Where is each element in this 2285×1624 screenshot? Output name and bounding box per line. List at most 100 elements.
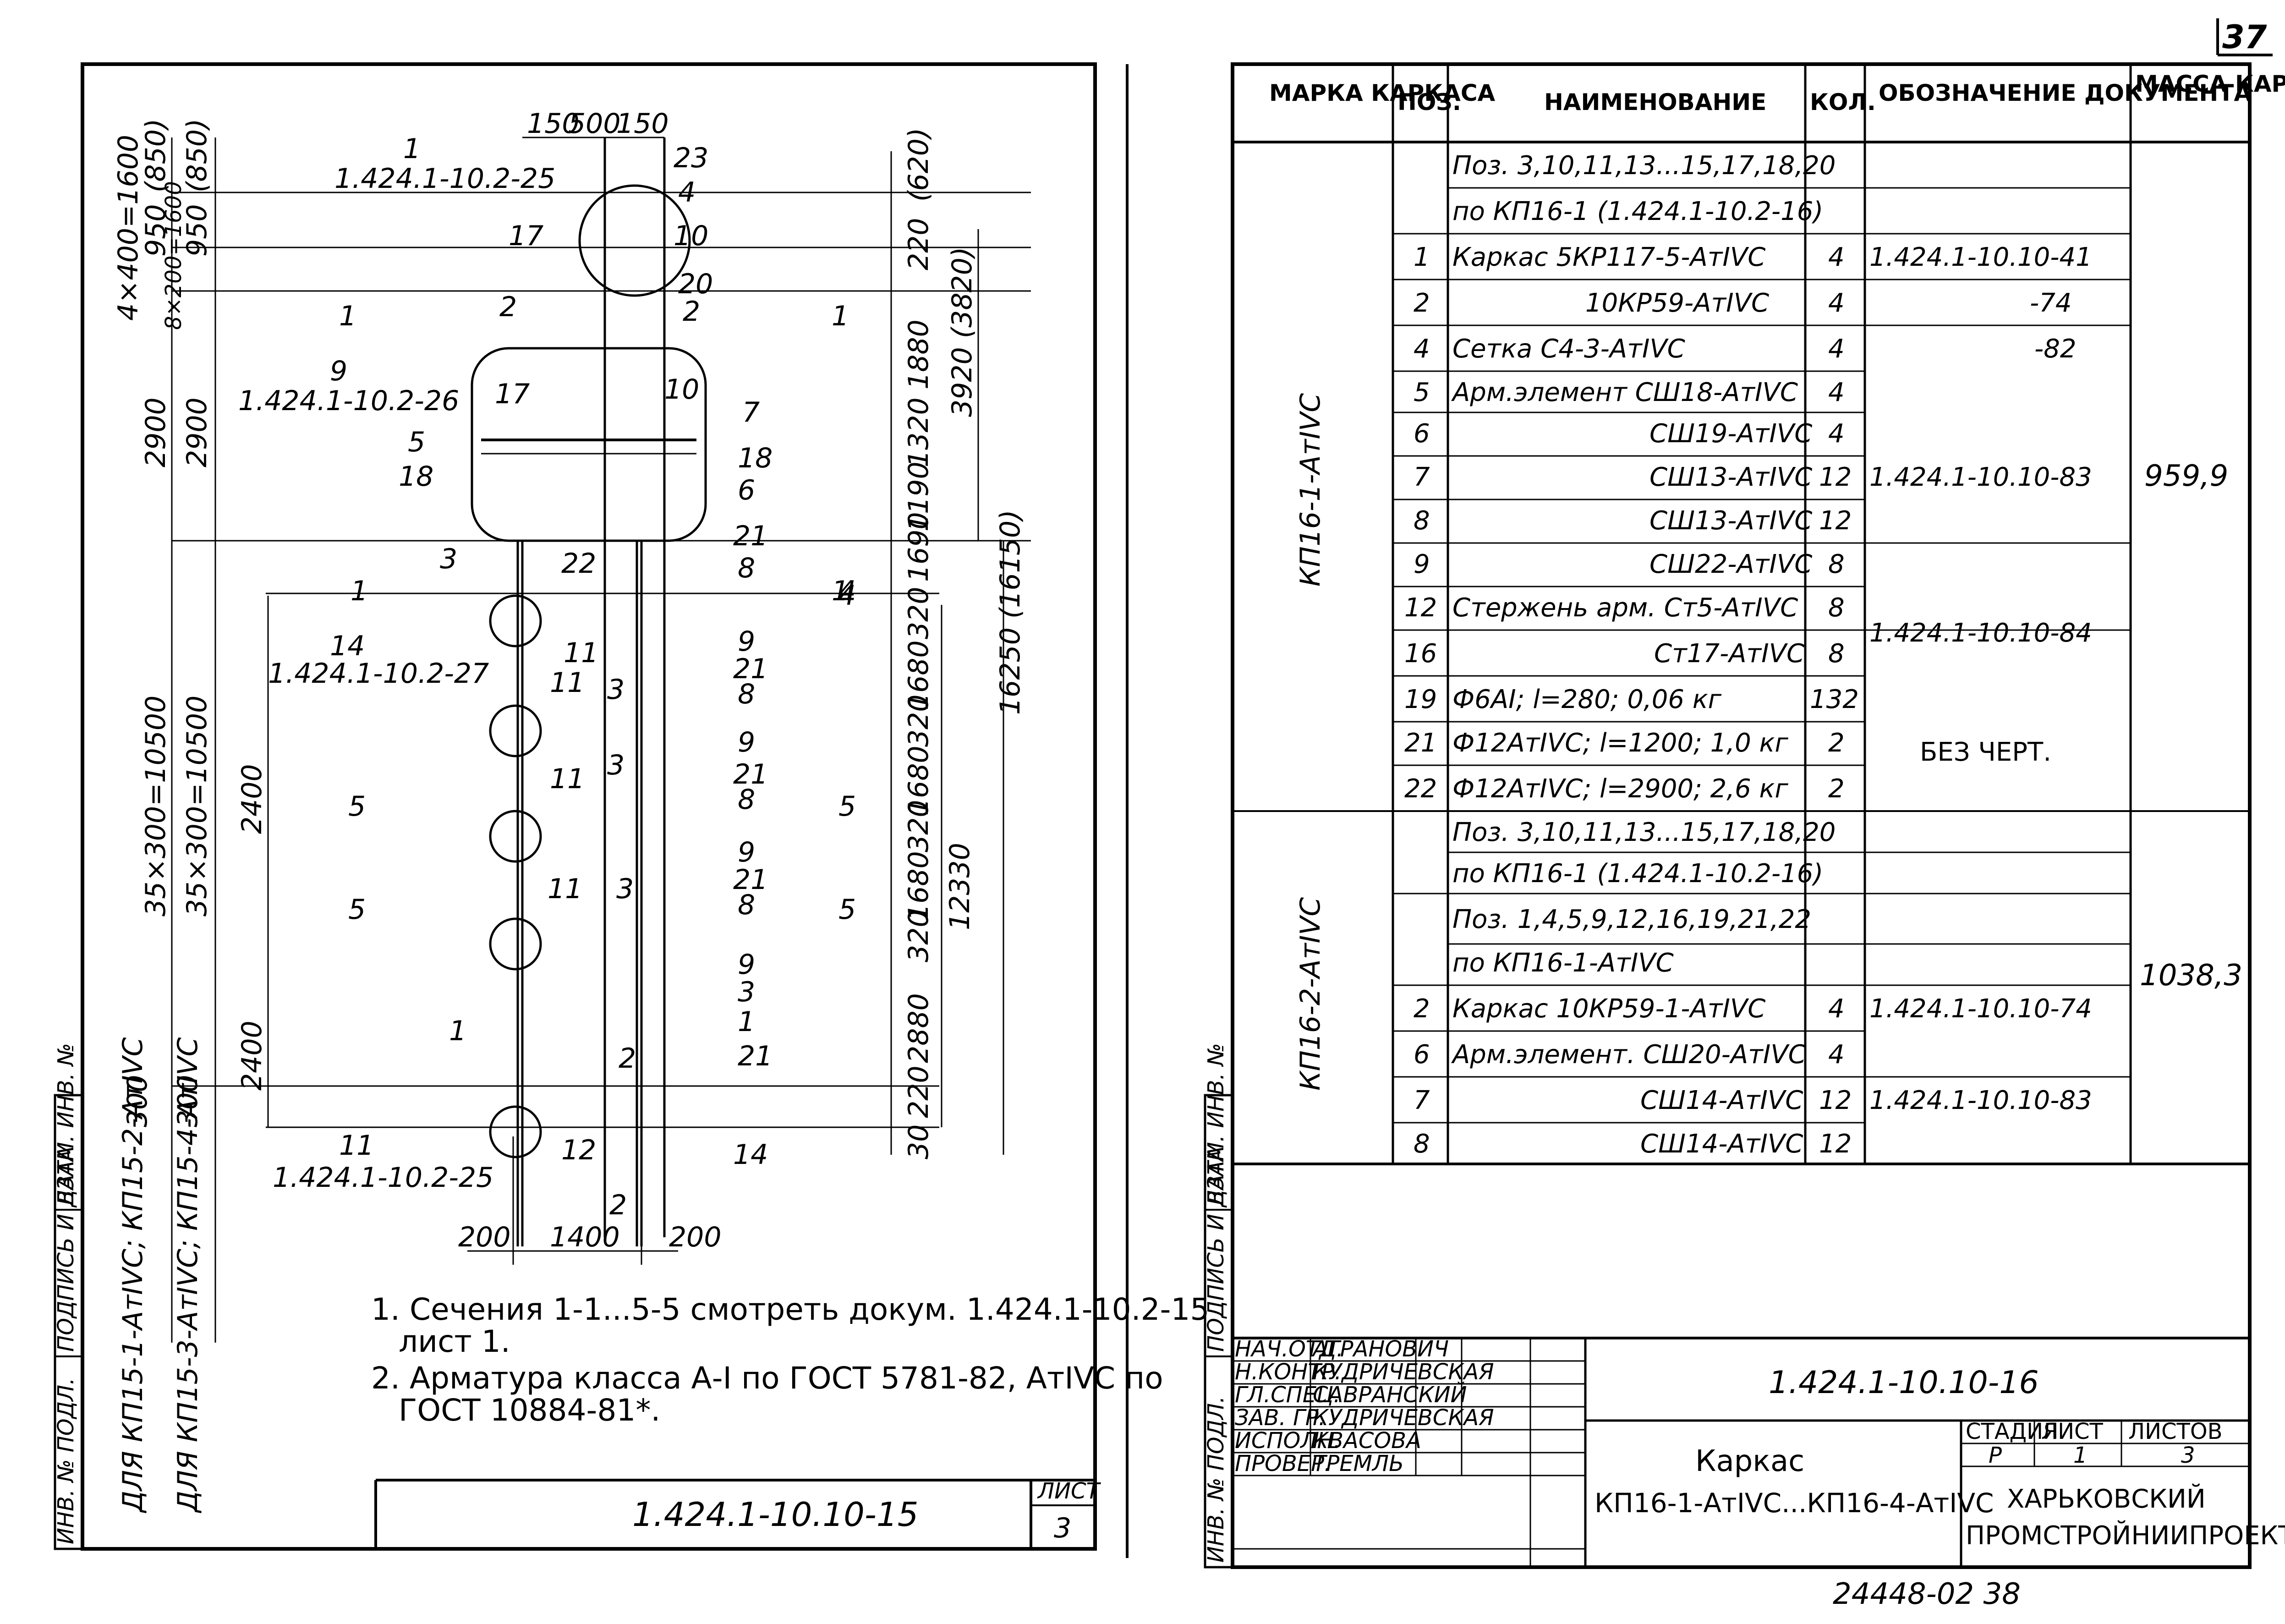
cell-pos: 6 (1414, 419, 1430, 449)
cell-name: Арм.элемент. СШ20-АтIVС (1451, 1040, 1806, 1070)
cell-pos: 5 (1414, 378, 1430, 407)
ref-11-num: 11 (339, 1130, 374, 1162)
callout: 3 (607, 749, 625, 781)
dim-16250: 16250 (16150) (994, 510, 1026, 715)
sheet-label: ЛИСТ (2041, 1419, 2104, 1444)
group2-mass: 1038,3 (2140, 959, 2242, 993)
cell-doc: 1.424.1-10.10-83 (1869, 462, 2092, 492)
callout: 21 (738, 1040, 773, 1072)
left-dims: 4×400=1600 8×200=1600 950 950 2900 2900 … (112, 119, 268, 1127)
role: ГЛ.СПЕЦ. (1235, 1382, 1341, 1408)
cell-doc: БЕЗ ЧЕРТ. (1920, 737, 2051, 767)
role: ЗАВ. ГР. (1235, 1405, 1326, 1431)
callout: 8 (738, 784, 755, 816)
dim-30: 30 (903, 1125, 935, 1159)
th-pos: ПОЗ. (1397, 89, 1461, 115)
cell-name: Арм.элемент СШ18-АтIVС (1451, 378, 1798, 407)
cell-pos: 22 (1404, 774, 1437, 804)
stamp-zam-r: ВЗАМ. ИНВ. № (1203, 1043, 1229, 1205)
dim-12330: 12330 (944, 843, 976, 930)
callout: 3 (616, 873, 634, 905)
dim-4x400: 4×400=1600 (112, 135, 144, 321)
cell-qty: 8 (1828, 549, 1845, 579)
dim-1680-c: 1680 (903, 851, 935, 921)
callout: 21 (733, 653, 768, 685)
cell-name: Каркас 5КР117-5-АтIVС (1452, 242, 1765, 272)
callout: 21 (733, 758, 768, 790)
cell-name: Каркас 10КР59-1-АтIVС (1452, 994, 1765, 1024)
cell-pos: 2 (1414, 994, 1430, 1024)
ref-1-doc: 1.424.1-10.2-25 (334, 163, 555, 195)
cell-name: СШ14-АтIVС (1640, 1086, 1803, 1115)
callout: 5 (408, 426, 425, 458)
th-mass: МАССА КАРКАСА, КГ (2135, 71, 2285, 97)
callout: 3 (738, 976, 755, 1008)
table-row-lines (1233, 187, 2131, 1567)
cell-qty: 4 (1828, 288, 1845, 318)
cell-pos: 9 (1414, 549, 1430, 579)
dim-1190: 1190 (903, 461, 935, 532)
cell-pos: 12 (1404, 593, 1437, 623)
dim-1320: 1320 (903, 397, 935, 467)
cell-qty: 4 (1828, 334, 1845, 364)
sheets-value: 3 (2181, 1443, 2195, 1468)
footer-number: 24448-02 38 (1833, 1577, 2021, 1611)
cell-name: Поз. 3,10,11,13...15,17,18,20 (1452, 817, 1836, 847)
stamp-inv-r: ИНВ. № ПОДЛ. (1203, 1396, 1229, 1563)
label-kp15-12: ДЛЯ КП15-1-АтIVС; КП15-2-АтIVС (117, 1037, 149, 1514)
cell-name: СШ14-АтIVС (1640, 1129, 1803, 1159)
callout: 9 (738, 726, 755, 758)
dim-bottom-200-a: 200 (458, 1221, 511, 1253)
dim-300-a: 300 (121, 1075, 153, 1127)
cell-doc: 1.424.1-10.10-74 (1869, 994, 2092, 1024)
th-mark: МАРКА КАРКАСА (1269, 80, 1496, 106)
cell-name: Стержень арм. Ст5-АтIVС (1452, 593, 1798, 623)
callout: 9 (738, 625, 755, 658)
right-dims: (620) 220 1880 1320 1190 1690 320 1680 3… (903, 128, 1026, 1159)
callout: 12 (561, 1134, 596, 1166)
dim-35x300-a: 35×300=10500 (140, 696, 172, 916)
cell-pos: 21 (1404, 728, 1437, 758)
cell-pos: 4 (1414, 334, 1430, 364)
cell-pos: 16 (1404, 639, 1437, 669)
stamp-sign: ПОДПИСЬ И ДАТА (53, 1146, 79, 1352)
left-doc-code: 1.424.1-10.10-15 (632, 1495, 919, 1534)
note-1: 1. Сечения 1-1...5-5 смотреть докум. 1.4… (371, 1292, 1209, 1327)
dim-35x300-b: 35×300=10500 (181, 696, 213, 916)
callout: 2 (609, 1189, 627, 1221)
callout: 7 (742, 396, 760, 428)
callout: 23 (674, 142, 708, 174)
cell-qty: 2 (1828, 728, 1845, 758)
group1-mark: КП16-1-АтIVС (1294, 393, 1326, 587)
cell-pos: 2 (1414, 288, 1430, 318)
title-line1: Каркас (1695, 1444, 1804, 1478)
callout: 8 (738, 552, 755, 584)
cell-pos: 8 (1414, 506, 1430, 536)
dim-320-c: 320 (903, 800, 935, 852)
label-kp15-34: ДЛЯ КП15-3-АтIVС; КП15-4-АтIVС (172, 1037, 204, 1514)
cage-elevation (172, 137, 1031, 1265)
role: ПРОВЕР. (1235, 1451, 1331, 1476)
sheets-label: ЛИСТОВ (2128, 1419, 2223, 1444)
stage-label: СТАДИЯ (1966, 1419, 2058, 1444)
callout: 8 (738, 889, 755, 921)
ref-labels: 1 1.424.1-10.2-25 9 1.424.1-10.2-26 14 1… (238, 133, 555, 1194)
section-mark: 5 (838, 894, 856, 926)
cell-qty: 4 (1828, 1040, 1845, 1070)
cell-name: СШ22-АтIVС (1649, 549, 1812, 579)
cell-name: Ф12АтIVС; l=2900; 2,6 кг (1452, 774, 1788, 804)
note-2: 2. Арматура класса А-I по ГОСТ 5781-82, … (371, 1361, 1163, 1396)
callout: 18 (738, 442, 773, 474)
cell-name: Сетка С4-3-АтIVС (1452, 334, 1685, 364)
callout: 11 (550, 667, 585, 699)
cell-qty: 12 (1819, 462, 1852, 492)
dim-320-d: 320 (903, 910, 935, 962)
cell-name: 10КР59-АтIVС (1585, 288, 1769, 318)
callouts: 23 4 17 10 20 2 2 10 17 7 5 18 18 6 3 22… (399, 142, 773, 1221)
cell-doc: 1.424.1-10.10-41 (1869, 242, 2092, 272)
dim-top-2: 500 (568, 108, 621, 140)
section-mark: 5 (348, 790, 366, 823)
section-marks: 1 1 1 1 4 4 5 5 5 5 (339, 300, 856, 926)
cell-qty: 132 (1810, 685, 1859, 714)
